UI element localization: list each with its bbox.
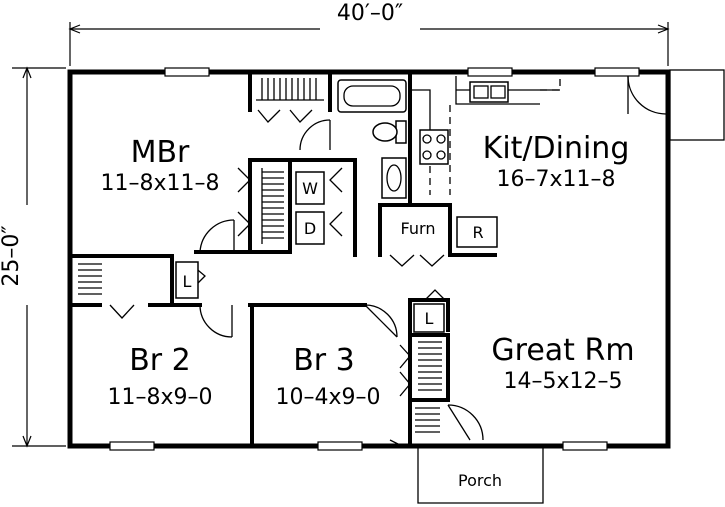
linen-label-1: L [183,272,192,291]
dryer-label: D [304,219,316,238]
room-great: Great Rm 14–5x12–5 [491,333,634,394]
side-stoop [669,69,725,141]
room-br2-name: Br 2 [129,343,191,378]
tub [337,79,407,113]
porch: Porch [417,446,544,504]
room-kit-size: 16–7x11–8 [496,167,615,192]
closet-hatching [78,78,442,433]
room-br3-name: Br 3 [293,343,355,378]
room-mbr-size: 11–8x11–8 [100,171,219,196]
room-br2-size: 11–8x9–0 [107,385,212,410]
dimension-width: 40′–0″ [68,1,670,66]
linen-closet-2: L [413,303,445,333]
windows [109,67,640,451]
linen-label-2: L [425,309,434,328]
room-kit-dining: Kit/Dining 16–7x11–8 [483,131,630,192]
washer-label: W [302,179,318,198]
linen-closet-1: L [175,261,199,299]
room-great-name: Great Rm [491,333,634,368]
furnace-label: Furn [401,219,436,238]
overall-depth-label: 25–0″ [0,225,24,286]
room-br2: Br 2 11–8x9–0 [107,343,212,410]
refrigerator-label: R [472,223,483,242]
washer: W [295,171,325,205]
dimension-depth: 25–0″ [0,66,66,448]
furnace: Furn [401,219,436,238]
room-mbr-name: MBr [131,135,190,170]
porch-label: Porch [458,471,502,490]
exterior-walls [67,69,671,449]
room-kit-name: Kit/Dining [483,131,630,166]
range [419,129,449,165]
dryer: D [295,211,325,245]
sink [381,157,407,199]
toilet [372,120,407,144]
kitchen-sink [469,81,509,103]
interior-walls [68,70,497,448]
room-great-size: 14–5x12–5 [503,369,622,394]
room-br3: Br 3 10–4x9–0 [275,343,380,410]
swing-doors [199,75,667,441]
room-br3-size: 10–4x9–0 [275,385,380,410]
refrigerator: R [456,216,498,248]
room-mbr: MBr 11–8x11–8 [100,135,219,196]
overall-width-label: 40′–0″ [337,1,403,26]
